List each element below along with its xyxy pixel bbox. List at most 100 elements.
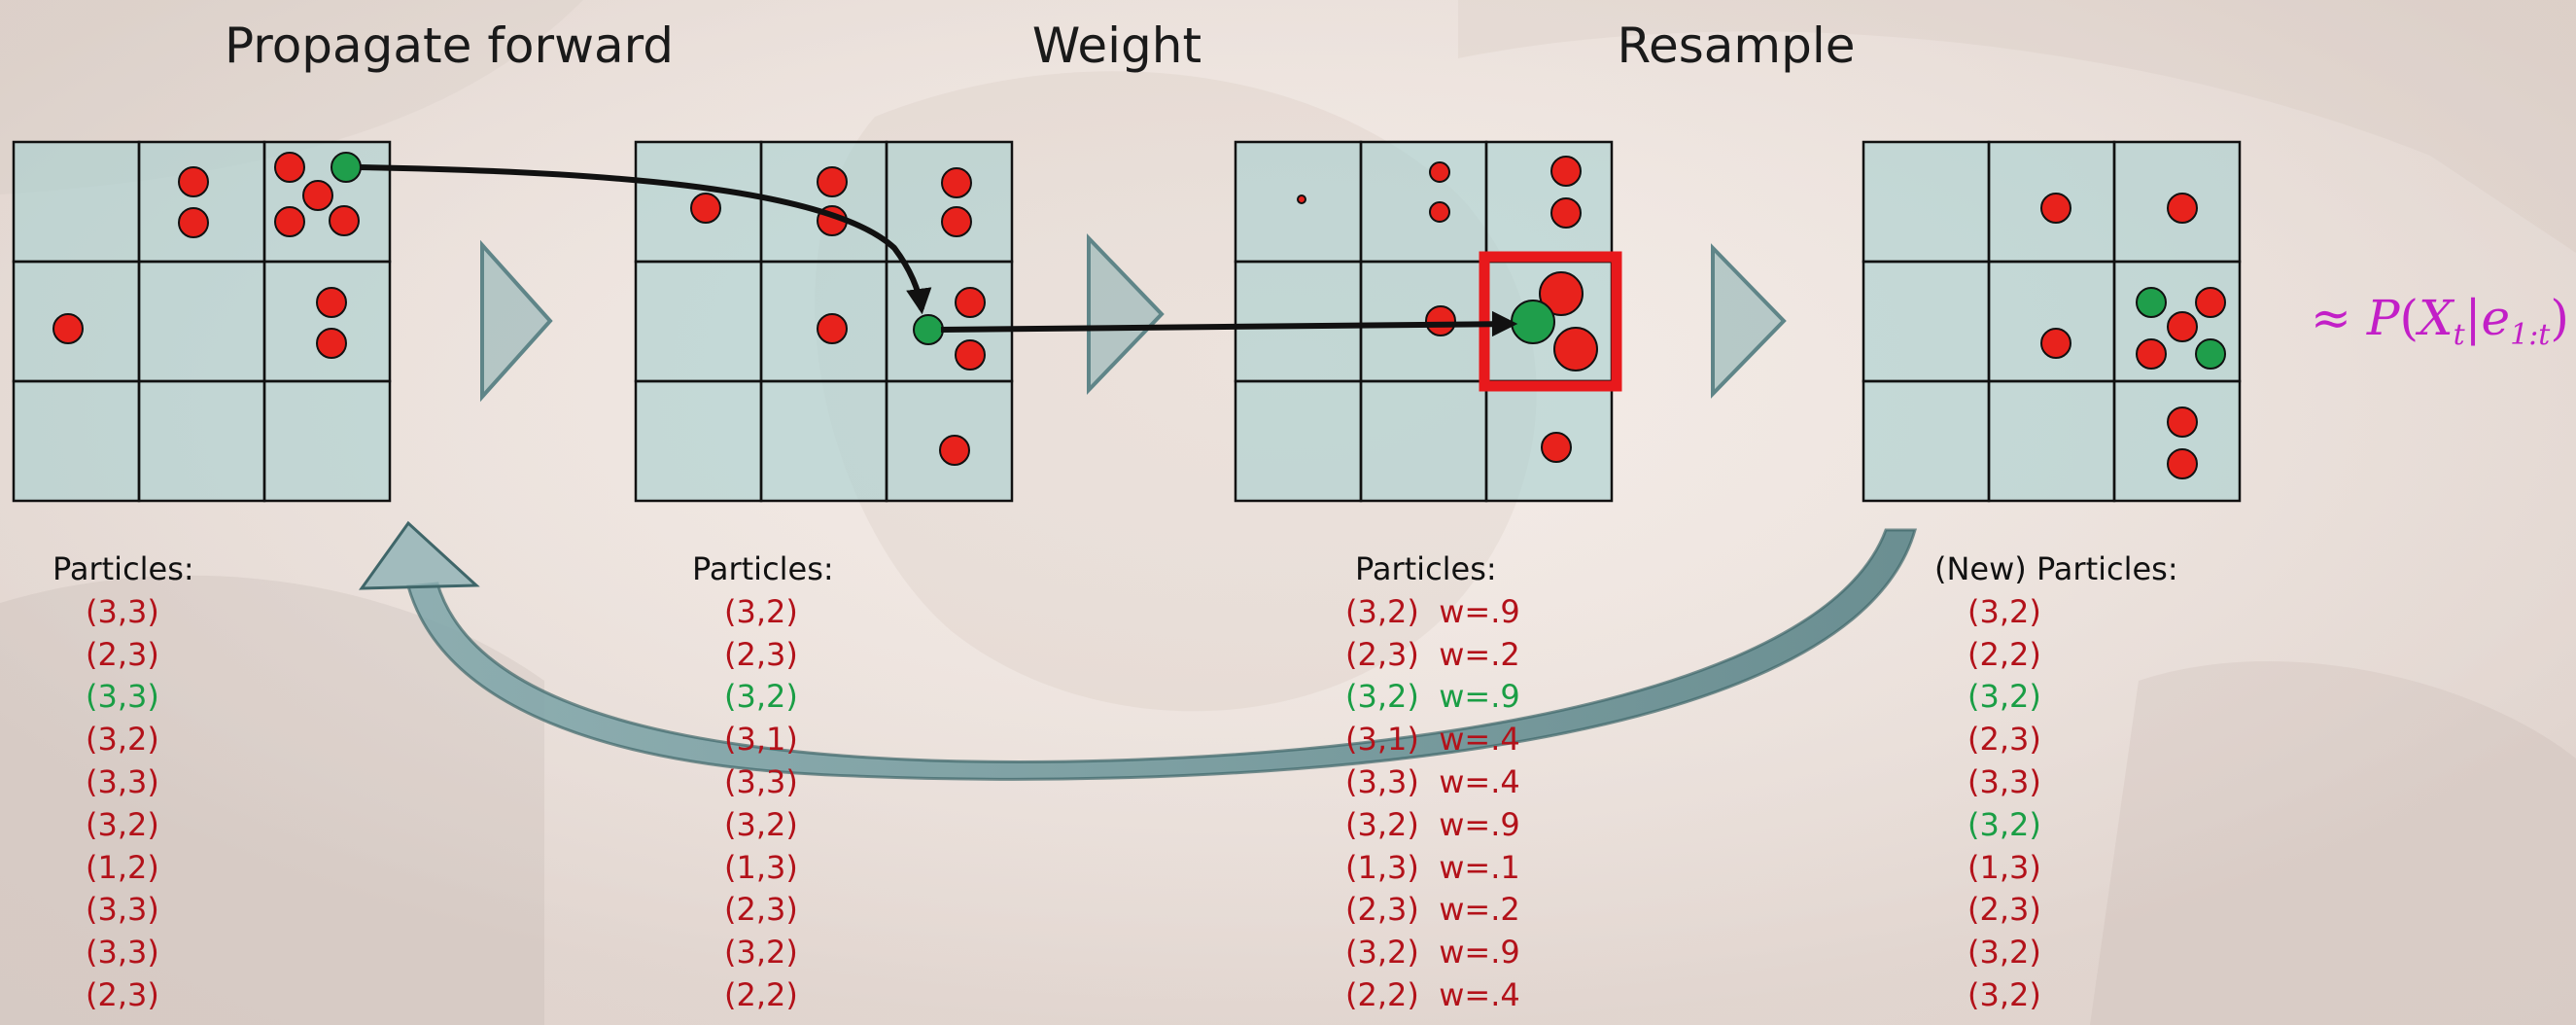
propagate-grid [12,140,392,503]
particle-entry: (2,3) [86,635,159,673]
particle-entry: (3,2) [724,805,798,843]
red-particle [329,205,360,236]
step-arrow-triangle [1087,233,1165,395]
red-particle [1541,432,1572,463]
red-particle [939,435,970,466]
title-resample: Resample [1617,18,1856,74]
red-particle [1539,271,1584,316]
particle-entry: (3,2) [724,592,798,630]
title-weight: Weight [1031,18,1202,74]
particle-entry: (3,3) [86,592,159,630]
formula-e: e [2481,290,2511,346]
red-particle [178,166,209,197]
red-particle [690,193,721,224]
particle-entry: (3,2) [1967,934,2041,972]
red-particle [955,287,986,318]
red-particle [1425,305,1456,336]
loop-back-arrow-body [406,528,1917,781]
particle-entry: (3,2) [1967,678,2041,716]
particle-entry: (3,2) w=.9 [1345,805,1520,843]
particle-entry: (2,3) w=.2 [1345,635,1520,673]
grid-cell [262,379,392,503]
formula-e-sub: 1:t [2510,318,2551,352]
red-particle [2195,287,2226,318]
resample-grid [1234,140,1622,503]
particle-entry: (3,2) [1967,975,2041,1013]
particles-column-resample: Particles: (3,2) w=.9 (2,3) w=.2 (3,2) w=.… [1345,548,1520,1017]
particles-column-new: (New) Particles: (3,2)(2,2)(3,2)(2,3)(3,… [1934,548,2178,1017]
particle-entry: (3,2) w=.9 [1345,592,1520,630]
green-particle [1511,300,1555,344]
red-particle [1297,194,1306,204]
red-particle [2167,406,2198,438]
loop-back-arrow-head [359,520,480,590]
particles-header: Particles: [1355,550,1497,587]
particle-entry: (2,2) [1967,635,2041,673]
particle-entry: (2,3) [1967,721,2041,759]
particle-entry: (3,3) w=.4 [1345,762,1520,800]
particle-entry: (2,2) w=.4 [1345,975,1520,1013]
red-particle [955,339,986,371]
step-arrow-triangle [480,239,553,403]
particles-header: Particles: [692,550,834,587]
particle-entry: (3,3) [86,891,159,929]
particle-entry: (3,1) w=.4 [1345,721,1520,759]
formula-p: P [2366,290,2400,346]
red-particle [302,180,333,211]
particle-entry: (3,2) [724,678,798,716]
particle-entry: (1,2) [86,848,159,886]
red-particle [2040,328,2071,359]
particle-entry: (3,2) [724,934,798,972]
red-particle [1429,161,1450,183]
grid-cell [885,379,1014,503]
red-particle [2167,193,2198,224]
red-particle [52,313,84,344]
red-particle [2136,338,2167,370]
red-particle [1429,201,1450,223]
particle-entry: (3,2) w=.9 [1345,934,1520,972]
particle-entry: (2,3) [724,635,798,673]
particle-entry: (1,3) [724,848,798,886]
grid-cell [2112,379,2242,503]
red-particle [274,152,305,183]
particle-entry: (3,3) [1967,762,2041,800]
track-arrow-weight [940,310,1518,337]
title-propagate-forward: Propagate forward [224,18,675,74]
particle-entry: (3,3) [724,762,798,800]
new-particles-grid [1862,140,2242,503]
green-particle [2195,338,2226,370]
particle-entry: (2,3) [1967,891,2041,929]
red-particle [941,167,972,198]
particles-column-weight: Particles: (3,2) (2,3) (3,2) (3,1)(3,3) (3,2… [692,548,834,1017]
weight-grid [634,140,1014,503]
particle-entry: (1,3) [1967,848,2041,886]
particle-entry: (2,3) w=.2 [1345,891,1520,929]
particle-entry: (2,3) [86,975,159,1013]
formula-bar: | [2464,290,2482,346]
green-particle [913,314,944,345]
particle-entry: (3,2) [86,721,159,759]
track-arrow-propagate [359,164,932,315]
particle-entry: (3,2) [1967,805,2041,843]
red-particle [817,166,848,197]
particle-entry: (3,2) [1967,592,2041,630]
particle-entry: (3,1) [724,721,798,759]
particles-header: Particles: [52,550,194,587]
red-particle [2167,311,2198,342]
particle-entry: (1,3) w=.1 [1345,848,1520,886]
red-particle [2167,448,2198,479]
formula-x-sub: t [2453,318,2465,352]
red-particle [316,287,347,318]
red-particle [1553,327,1598,371]
red-particle [941,206,972,237]
particles-column-propagate: Particles: (3,3)(2,3)(3,3)(3,2)(3,3)(3,2… [52,548,194,1017]
particle-entry: (3,2) [86,805,159,843]
step-arrow-triangle [1711,243,1787,399]
green-particle [331,152,362,183]
particle-entry: (2,2) [724,975,798,1013]
red-particle [274,206,305,237]
particle-entry: (3,2) w=.9 [1345,678,1520,716]
red-particle [1550,156,1582,187]
